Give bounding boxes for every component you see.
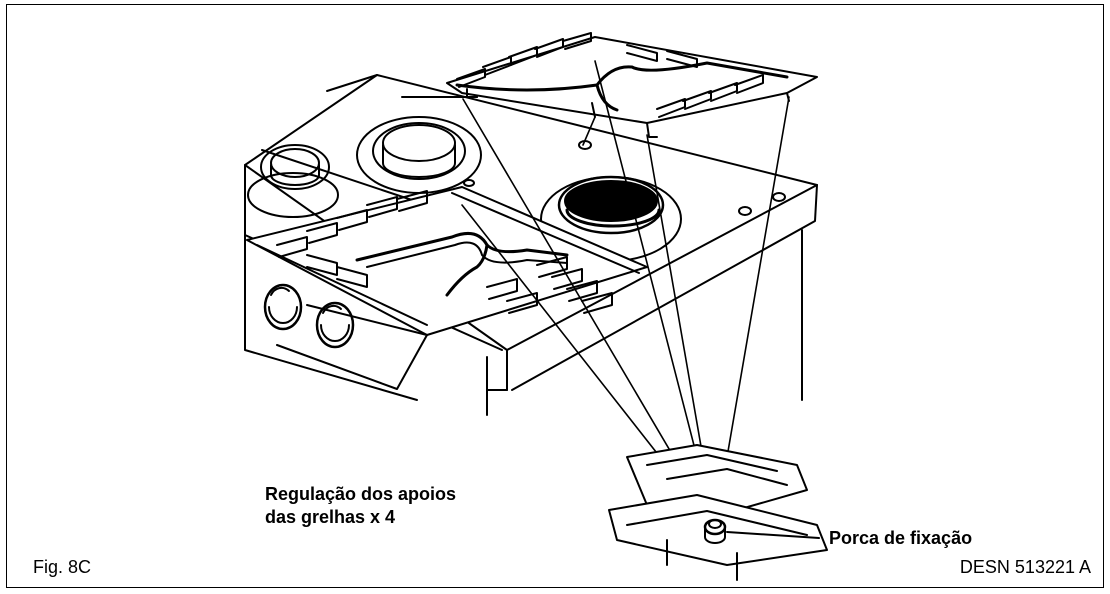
adjustment-label: Regulação dos apoios das grelhas x 4 [265,483,456,529]
hob-top-outline [244,74,818,416]
figure-frame: Regulação dos apoios das grelhas x 4 Por… [6,4,1104,588]
control-knob-1 [263,283,303,331]
pan-support-front-fins [276,190,613,314]
nut-detail [608,444,828,581]
nut-label: Porca de fixação [829,528,973,548]
adjustment-label-line2: das grelhas x 4 [265,507,396,527]
pan-support-lifted [446,32,818,138]
burner-back-left [247,144,339,218]
control-panel-flap [276,304,428,390]
adjustment-label-line1: Regulação dos apoios [265,484,457,504]
cooker-hob-drawing [244,32,828,581]
figure-number: Fig. 8C [33,557,92,577]
pan-support-lifted-fins [456,32,764,118]
pan-support-front [246,186,648,336]
drawing-reference: DESN 513221 A [959,557,1091,577]
